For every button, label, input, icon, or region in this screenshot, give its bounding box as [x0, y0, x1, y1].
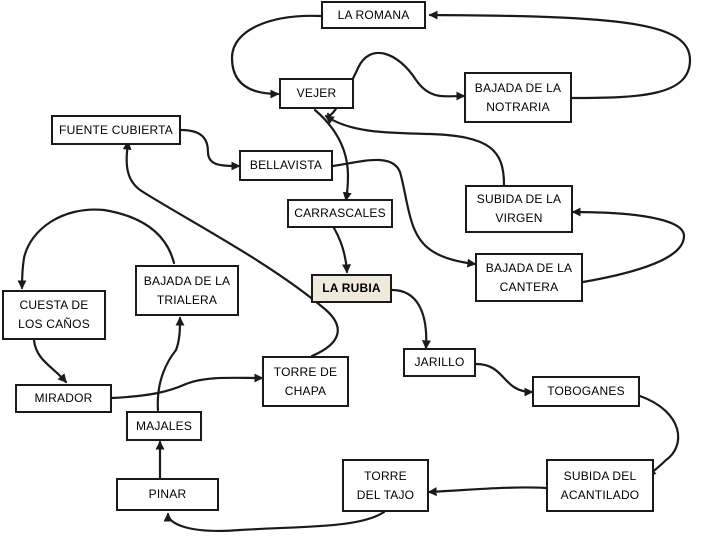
- node-subida-virgen: SUBIDA DE LA VIRGEN: [465, 185, 573, 233]
- edge-bellavista-to-cantera: [331, 158, 477, 268]
- node-la-rubia: LA RUBIA: [311, 274, 392, 303]
- edge-majales-to-trialera: [156, 316, 185, 412]
- node-subida-acantilado: SUBIDA DEL ACANTILADO: [546, 459, 654, 512]
- node-torre-tajo: TORRE DEL TAJO: [342, 459, 429, 512]
- node-fuente-cubierta: FUENTE CUBIERTA: [51, 115, 181, 145]
- edge-acantilado-to-torretajo: [427, 486, 548, 497]
- node-bajada-notraria: BAJADA DE LA NOTRARIA: [464, 72, 572, 123]
- node-jarillo: JARILLO: [403, 348, 476, 377]
- node-toboganes: TOBOGANES: [532, 376, 640, 407]
- edge-romana-to-vejer: [230, 14, 323, 99]
- edge-trialera-to-cuesta: [17, 208, 176, 290]
- edge-jarillo-to-toboganes: [474, 362, 534, 397]
- node-bellavista: BELLAVISTA: [239, 150, 333, 181]
- node-torre-chapa: TORRE DE CHAPA: [262, 356, 349, 407]
- edge-subidavirgen-to-vejer: [324, 114, 506, 187]
- node-pinar: PINAR: [116, 478, 219, 511]
- edge-torrechapa-to-fuente: [122, 140, 339, 358]
- edge-torretajo-to-pinar: [163, 510, 386, 532]
- node-bajada-trialera: BAJADA DE LA TRIALERA: [135, 265, 239, 316]
- node-mirador: MIRADOR: [15, 384, 112, 413]
- node-majales: MAJALES: [126, 411, 202, 441]
- node-carrascales: CARRASCALES: [287, 199, 393, 228]
- node-cuesta-canos: CUESTA DE LOS CAÑOS: [2, 290, 106, 340]
- node-vejer: VEJER: [279, 78, 354, 109]
- edge-notaria-to-romana: [428, 10, 692, 100]
- edge-vejer-to-carrascales: [313, 108, 352, 202]
- node-bajada-cantera: BAJADA DE LA CANTERA: [475, 253, 583, 302]
- edge-fuente-to-bellavista: [179, 128, 241, 171]
- edge-cantera-to-subidavirgen: [571, 207, 686, 284]
- edge-mirador-to-torrechapa: [110, 373, 264, 400]
- edge-carrascales-to-rubia: [332, 226, 352, 274]
- edge-rubia-to-jarillo: [390, 288, 431, 350]
- node-la-romana: LA ROMANA: [321, 1, 426, 29]
- edge-cuesta-to-mirador: [32, 338, 68, 384]
